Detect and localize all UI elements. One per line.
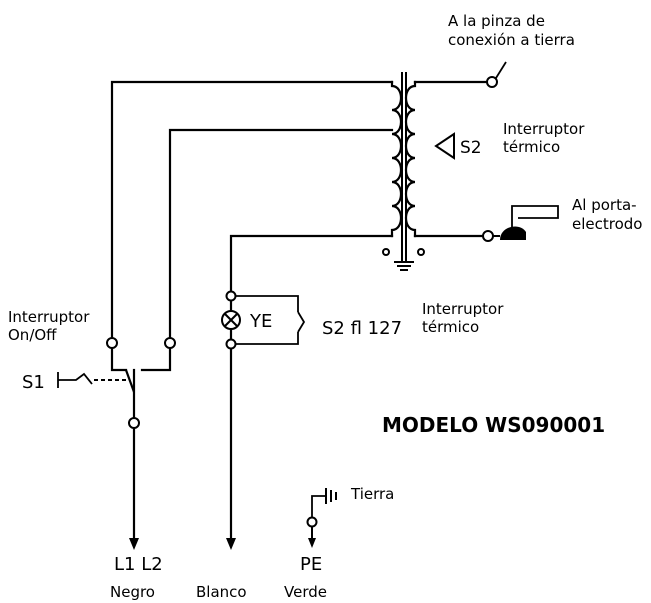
thermal-top-label-line1: Interruptor [503, 120, 585, 138]
holder-label-line1: Al porta- [572, 196, 637, 214]
transformer [382, 72, 425, 271]
lamp-node-bottom [225, 338, 237, 350]
arrows [129, 538, 236, 550]
arrow-pe [308, 538, 316, 548]
pe-ground [306, 488, 337, 548]
s1-actuator [57, 372, 93, 388]
s1-blade [124, 369, 136, 393]
s1-label: S1 [22, 372, 45, 393]
tierra-label: Tierra [350, 485, 394, 503]
coil-dot-right [417, 248, 425, 256]
pe-node [306, 516, 318, 528]
labels: A la pinza de conexión a tierra Interrup… [8, 12, 642, 601]
arrow-blanco [226, 538, 236, 550]
clamp-node [486, 76, 498, 88]
arrow-l1 [129, 538, 139, 550]
ye-label: YE [249, 311, 272, 332]
clamp-label-line2: conexión a tierra [448, 31, 575, 49]
primary-coil [390, 80, 403, 238]
wire-thermal-loop-bottom [231, 332, 299, 345]
s2-triangle-icon [434, 132, 455, 160]
l1l2-label: L1 L2 [114, 554, 163, 575]
holder-body-icon [500, 226, 526, 240]
thermal-switch-contact [297, 311, 306, 333]
blanco-label: Blanco [196, 583, 247, 601]
thermal-mid-label-line1: Interruptor [422, 300, 504, 318]
holder-label-line2: electrodo [572, 215, 642, 233]
thermal-switch-fl127 [297, 311, 306, 333]
pe-wire [311, 495, 326, 518]
negro-label: Negro [110, 583, 155, 601]
wire-s1-left [110, 346, 128, 372]
holder-handle [511, 205, 559, 232]
lamp-node-top [225, 290, 237, 302]
electrode-holder [482, 205, 559, 242]
holder-node [482, 230, 494, 242]
wire-bottom [229, 234, 394, 298]
wire-s1-right [140, 346, 172, 372]
wire-top [110, 80, 394, 340]
s1-contact-common [128, 417, 140, 429]
pe-label: PE [300, 554, 322, 575]
on-off-switch-s1 [57, 337, 176, 429]
clamp-lever [495, 61, 507, 79]
wire-middle [168, 128, 394, 340]
coil-dot-left [382, 248, 390, 256]
indicator-lamp [221, 290, 241, 350]
s2-fl-label: S2 fl 127 [322, 318, 402, 339]
thermal-top-label-line2: térmico [503, 138, 560, 156]
wire-thermal-loop-top [231, 295, 299, 312]
verde-label: Verde [284, 583, 327, 601]
lamp-cross-2 [224, 313, 238, 327]
wires [110, 80, 492, 542]
onoff-label-line2: On/Off [8, 326, 57, 344]
thermal-switch-s2-symbol [434, 132, 455, 160]
secondary-coil [404, 80, 417, 238]
model-label: MODELO WS090001 [382, 413, 605, 437]
clamp-label-line1: A la pinza de [448, 12, 545, 30]
s1-contact-right [164, 337, 176, 349]
onoff-label-line1: Interruptor [8, 308, 90, 326]
thermal-mid-label-line2: térmico [422, 318, 479, 336]
s2-top-label: S2 [460, 138, 482, 158]
ground-clamp-terminal [486, 61, 507, 88]
s1-contact-left [106, 337, 118, 349]
